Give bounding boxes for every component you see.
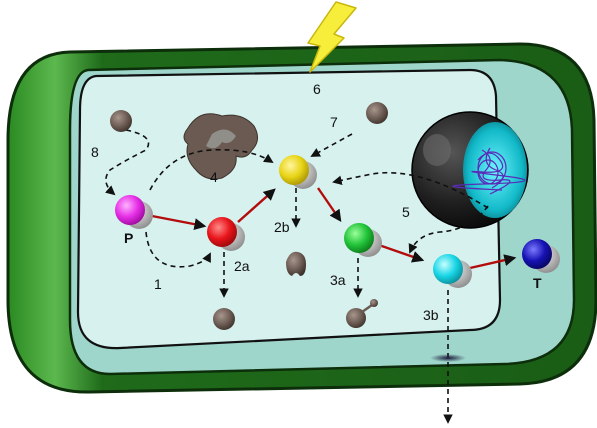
arrow-yellow-to-green — [317, 187, 342, 222]
molecule-red — [207, 217, 245, 251]
secretion-spot — [430, 354, 466, 362]
arrow-8 — [105, 129, 150, 196]
label-2b: 2b — [274, 219, 290, 235]
label-p: P — [124, 230, 133, 246]
dashed-arrows — [105, 129, 489, 424]
brown-molecule-3a — [346, 299, 378, 328]
enzyme-icon — [183, 113, 258, 180]
brown-molecule-top-left — [110, 110, 132, 132]
nucleus-icon — [411, 111, 529, 229]
molecule-yellow — [279, 155, 317, 189]
main-pathway-arrows — [151, 187, 517, 270]
brown-molecule-2a — [213, 308, 235, 330]
arrow-1 — [145, 231, 211, 268]
label-t: T — [533, 275, 542, 291]
label-7: 7 — [330, 114, 338, 130]
label-1: 1 — [154, 276, 162, 292]
label-5: 5 — [402, 204, 410, 220]
label-6: 6 — [313, 81, 321, 97]
arrow-7 — [310, 133, 353, 157]
cytoplasm — [76, 68, 502, 350]
molecule-cyan — [433, 254, 472, 288]
arrow-cyan-to-blue — [469, 254, 517, 270]
brown-fragment-2b — [286, 251, 306, 276]
arrow-5-cyan — [408, 205, 489, 254]
lightning-bolt-icon — [307, 1, 357, 73]
label-2a: 2a — [234, 258, 250, 274]
arrow-p-to-red — [151, 214, 207, 231]
arrow-5-yellow — [332, 171, 489, 209]
label-4: 4 — [210, 169, 218, 185]
label-3b: 3b — [423, 307, 439, 323]
label-8: 8 — [91, 144, 99, 160]
arrow-green-to-cyan — [375, 242, 425, 263]
arrow-red-to-yellow — [237, 188, 276, 223]
brown-molecule-top-right — [366, 102, 388, 124]
molecule-p-magenta — [115, 195, 153, 229]
label-3a: 3a — [330, 272, 346, 288]
molecule-t-blue — [522, 239, 560, 273]
molecule-green — [344, 223, 382, 257]
arrow-4 — [149, 148, 274, 191]
